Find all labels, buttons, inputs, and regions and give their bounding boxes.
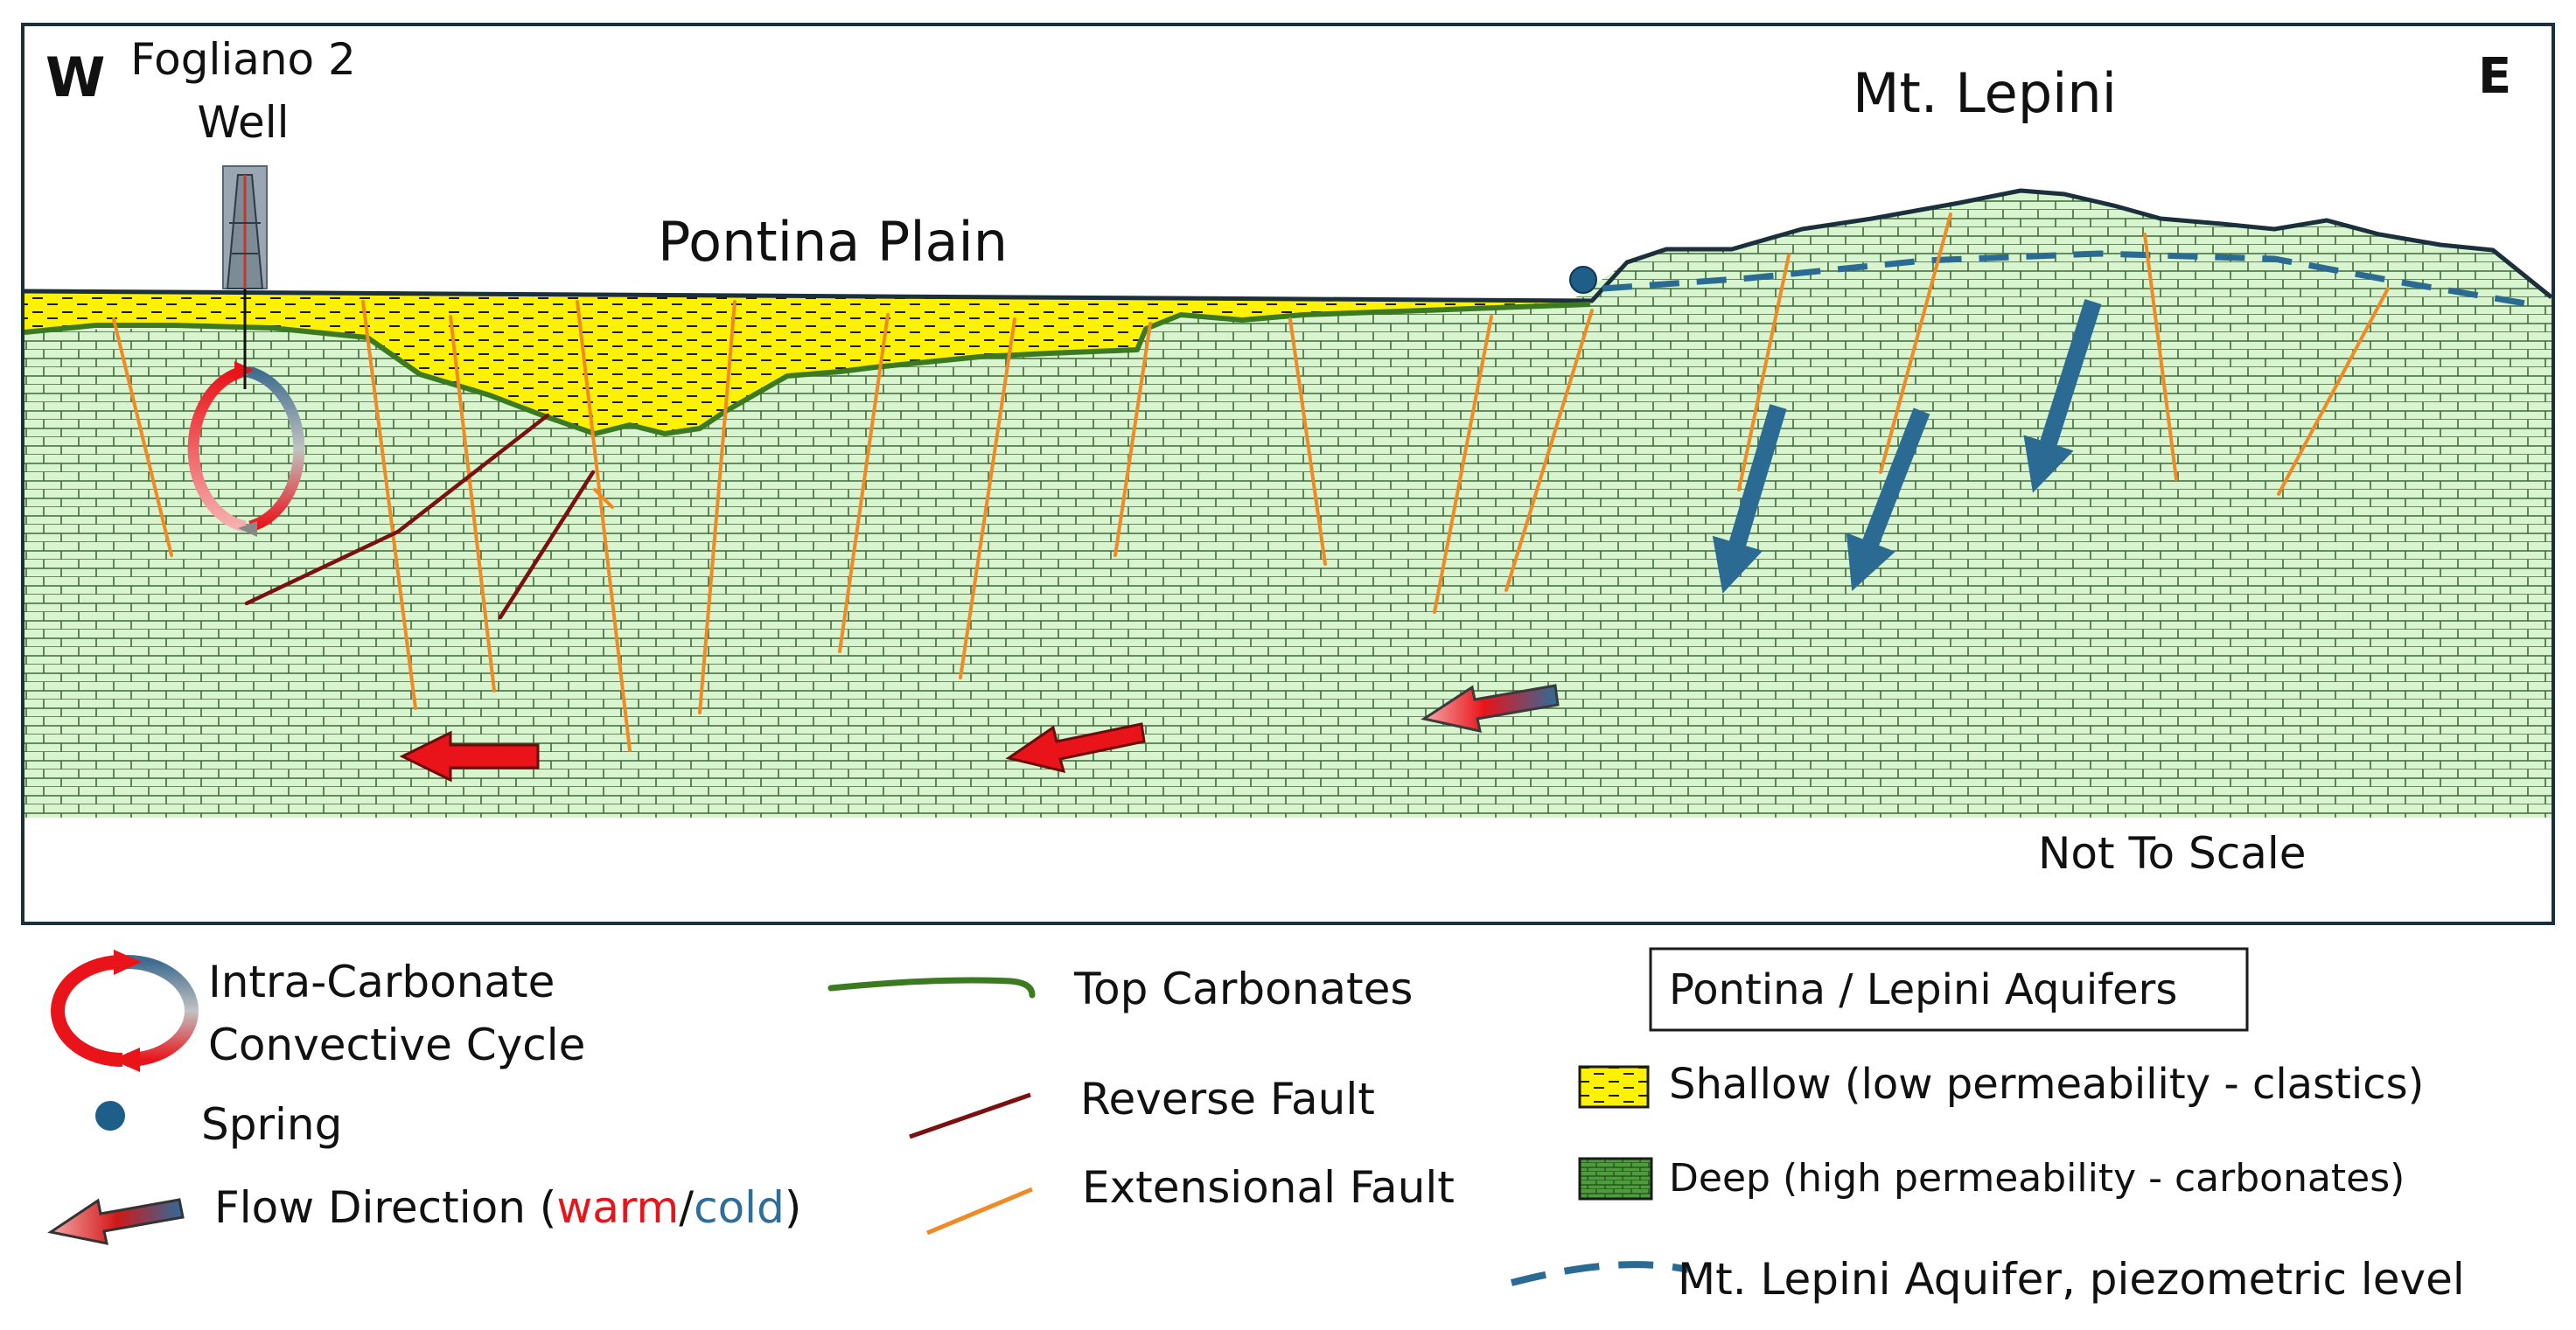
legend-reverse-fault-label: Reverse Fault [1080, 1074, 1375, 1125]
legend-aquifers-title: Pontina / Lepini Aquifers [1669, 965, 2177, 1014]
warm-flow-arrow-1 [399, 730, 540, 783]
legend: Intra-Carbonate Convective Cycle Spring … [47, 947, 2465, 1305]
spring-marker [1569, 266, 1597, 294]
legend-convective-symbol [51, 950, 199, 1072]
warm-cold-flow-arrow [1421, 684, 1560, 733]
top-carbonates-line [24, 302, 1591, 436]
fogliano-well-icon [222, 165, 268, 389]
legend-piezometric-line [1510, 1261, 1689, 1286]
not-to-scale-label: Not To Scale [2038, 828, 2307, 879]
well-label-line1: Fogliano 2 [130, 34, 356, 85]
piezometric-level-line [1602, 250, 2542, 310]
mt-lepini-label: Mt. Lepini [1853, 61, 2117, 125]
legend-flow-label: Flow Direction (warm/cold) [214, 1182, 801, 1233]
legend-extensional-fault-label: Extensional Fault [1082, 1162, 1455, 1213]
legend-convective-line1: Intra-Carbonate [208, 957, 555, 1007]
legend-deep-label: Deep (high permeability - carbonates) [1669, 1156, 2405, 1201]
legend-piezometric-label: Mt. Lepini Aquifer, piezometric level [1678, 1254, 2465, 1305]
reverse-faults [244, 413, 596, 620]
legend-shallow-label: Shallow (low permeability - clastics) [1669, 1060, 2424, 1109]
legend-flow-arrow [47, 1198, 185, 1245]
legend-aquifers-box [1649, 947, 2249, 1032]
extensional-faults [112, 212, 2390, 752]
legend-extensional-fault-line [926, 1187, 1033, 1236]
west-label: W [45, 45, 105, 109]
well-label-line2: Well [197, 97, 289, 148]
pontina-plain-label: Pontina Plain [658, 210, 1008, 274]
legend-shallow-swatch [1578, 1065, 1650, 1109]
legend-spring-icon [95, 1101, 125, 1131]
legend-convective-line2: Convective Cycle [208, 1020, 585, 1070]
legend-reverse-fault-line [909, 1092, 1031, 1139]
east-label: E [2478, 48, 2511, 105]
legend-top-carbonates-line [827, 977, 1036, 999]
warm-flow-arrow-2 [1005, 722, 1146, 774]
surface-topography-line [24, 188, 2553, 303]
legend-top-carbonates-label: Top Carbonates [1073, 964, 1413, 1014]
shallow-clastic-body [24, 291, 1592, 434]
legend-spring-label: Spring [201, 1099, 342, 1150]
legend-deep-swatch [1578, 1157, 1653, 1201]
cold-flow-arrows [1712, 298, 2102, 594]
